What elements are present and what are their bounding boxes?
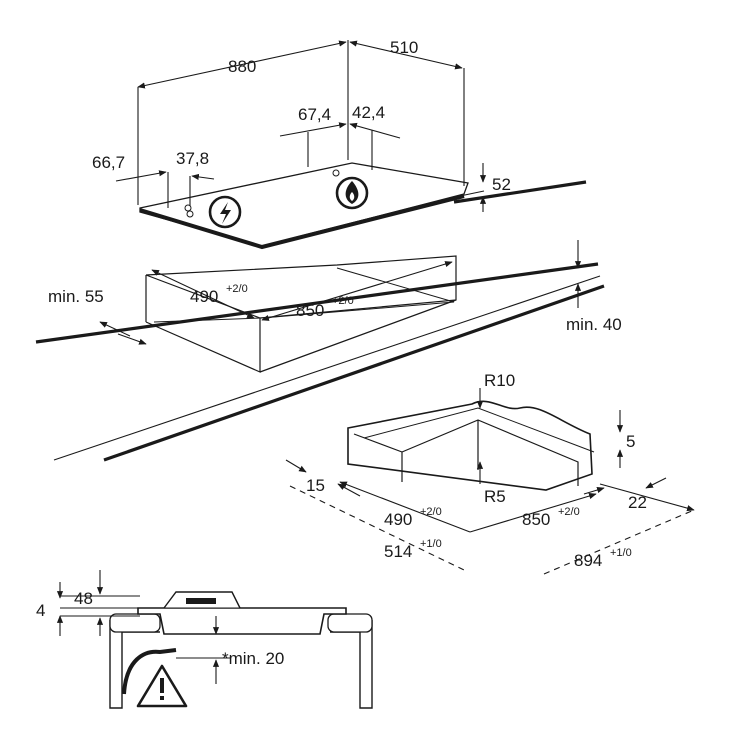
hob-top-view: 880 510 66,7 37,8 67,4 42,4 52 [92, 38, 587, 250]
dim-52: 52 [492, 175, 511, 194]
dim-850: 850 [296, 301, 324, 320]
dim-66-7: 66,7 [92, 153, 125, 172]
warning-triangle-icon [136, 664, 188, 708]
dim-42-4: 42,4 [352, 103, 385, 122]
hob-plate-edge [139, 194, 465, 250]
dim-5: 5 [626, 432, 635, 451]
knob-dot-2 [186, 210, 194, 218]
label-r10: R10 [484, 371, 515, 390]
dim-48: 48 [74, 589, 93, 608]
cutout-view: min. 55 490 +2/0 850 +2/0 min. 40 [35, 240, 622, 462]
knob-dot-3 [332, 169, 340, 177]
gas-flame-icon [335, 176, 369, 210]
dim-490: 490 [190, 287, 218, 306]
dim-outer-894: 894 [574, 551, 602, 570]
dim-inner-850-tol: +2/0 [558, 506, 580, 518]
recess-detail: R10 R5 5 15 22 490 +2/0 850 +2/0 514 +1/… [285, 371, 695, 575]
dim-outer-894-tol: +1/0 [610, 547, 632, 559]
label-min-20: *min. 20 [222, 649, 284, 668]
dim-4: 4 [36, 601, 45, 620]
section-view: 4 48 *min. 20 [36, 570, 373, 709]
cutout-opening [145, 255, 457, 373]
dim-inner-850: 850 [522, 510, 550, 529]
dim-67-4: 67,4 [298, 105, 331, 124]
hob-plate [139, 162, 469, 247]
recess-body [347, 400, 593, 491]
dim-inner-490-tol: +2/0 [420, 506, 442, 518]
electric-zone-icon [208, 195, 242, 229]
label-r5: R5 [484, 487, 506, 506]
dim-outer-514: 514 [384, 542, 412, 561]
dim-22: 22 [628, 493, 647, 512]
dim-outer-514-tol: +1/0 [420, 538, 442, 550]
dim-490-tol: +2/0 [226, 283, 248, 295]
label-min-40: min. 40 [566, 315, 622, 334]
dim-inner-490: 490 [384, 510, 412, 529]
knob-dot-1 [184, 204, 192, 212]
dim-510: 510 [390, 38, 418, 57]
dim-850-tol: +2/0 [332, 295, 354, 307]
label-min-55: min. 55 [48, 287, 104, 306]
dim-880: 880 [228, 57, 256, 76]
dim-15: 15 [306, 476, 325, 495]
dim-37-8: 37,8 [176, 149, 209, 168]
hob-section [137, 607, 347, 635]
